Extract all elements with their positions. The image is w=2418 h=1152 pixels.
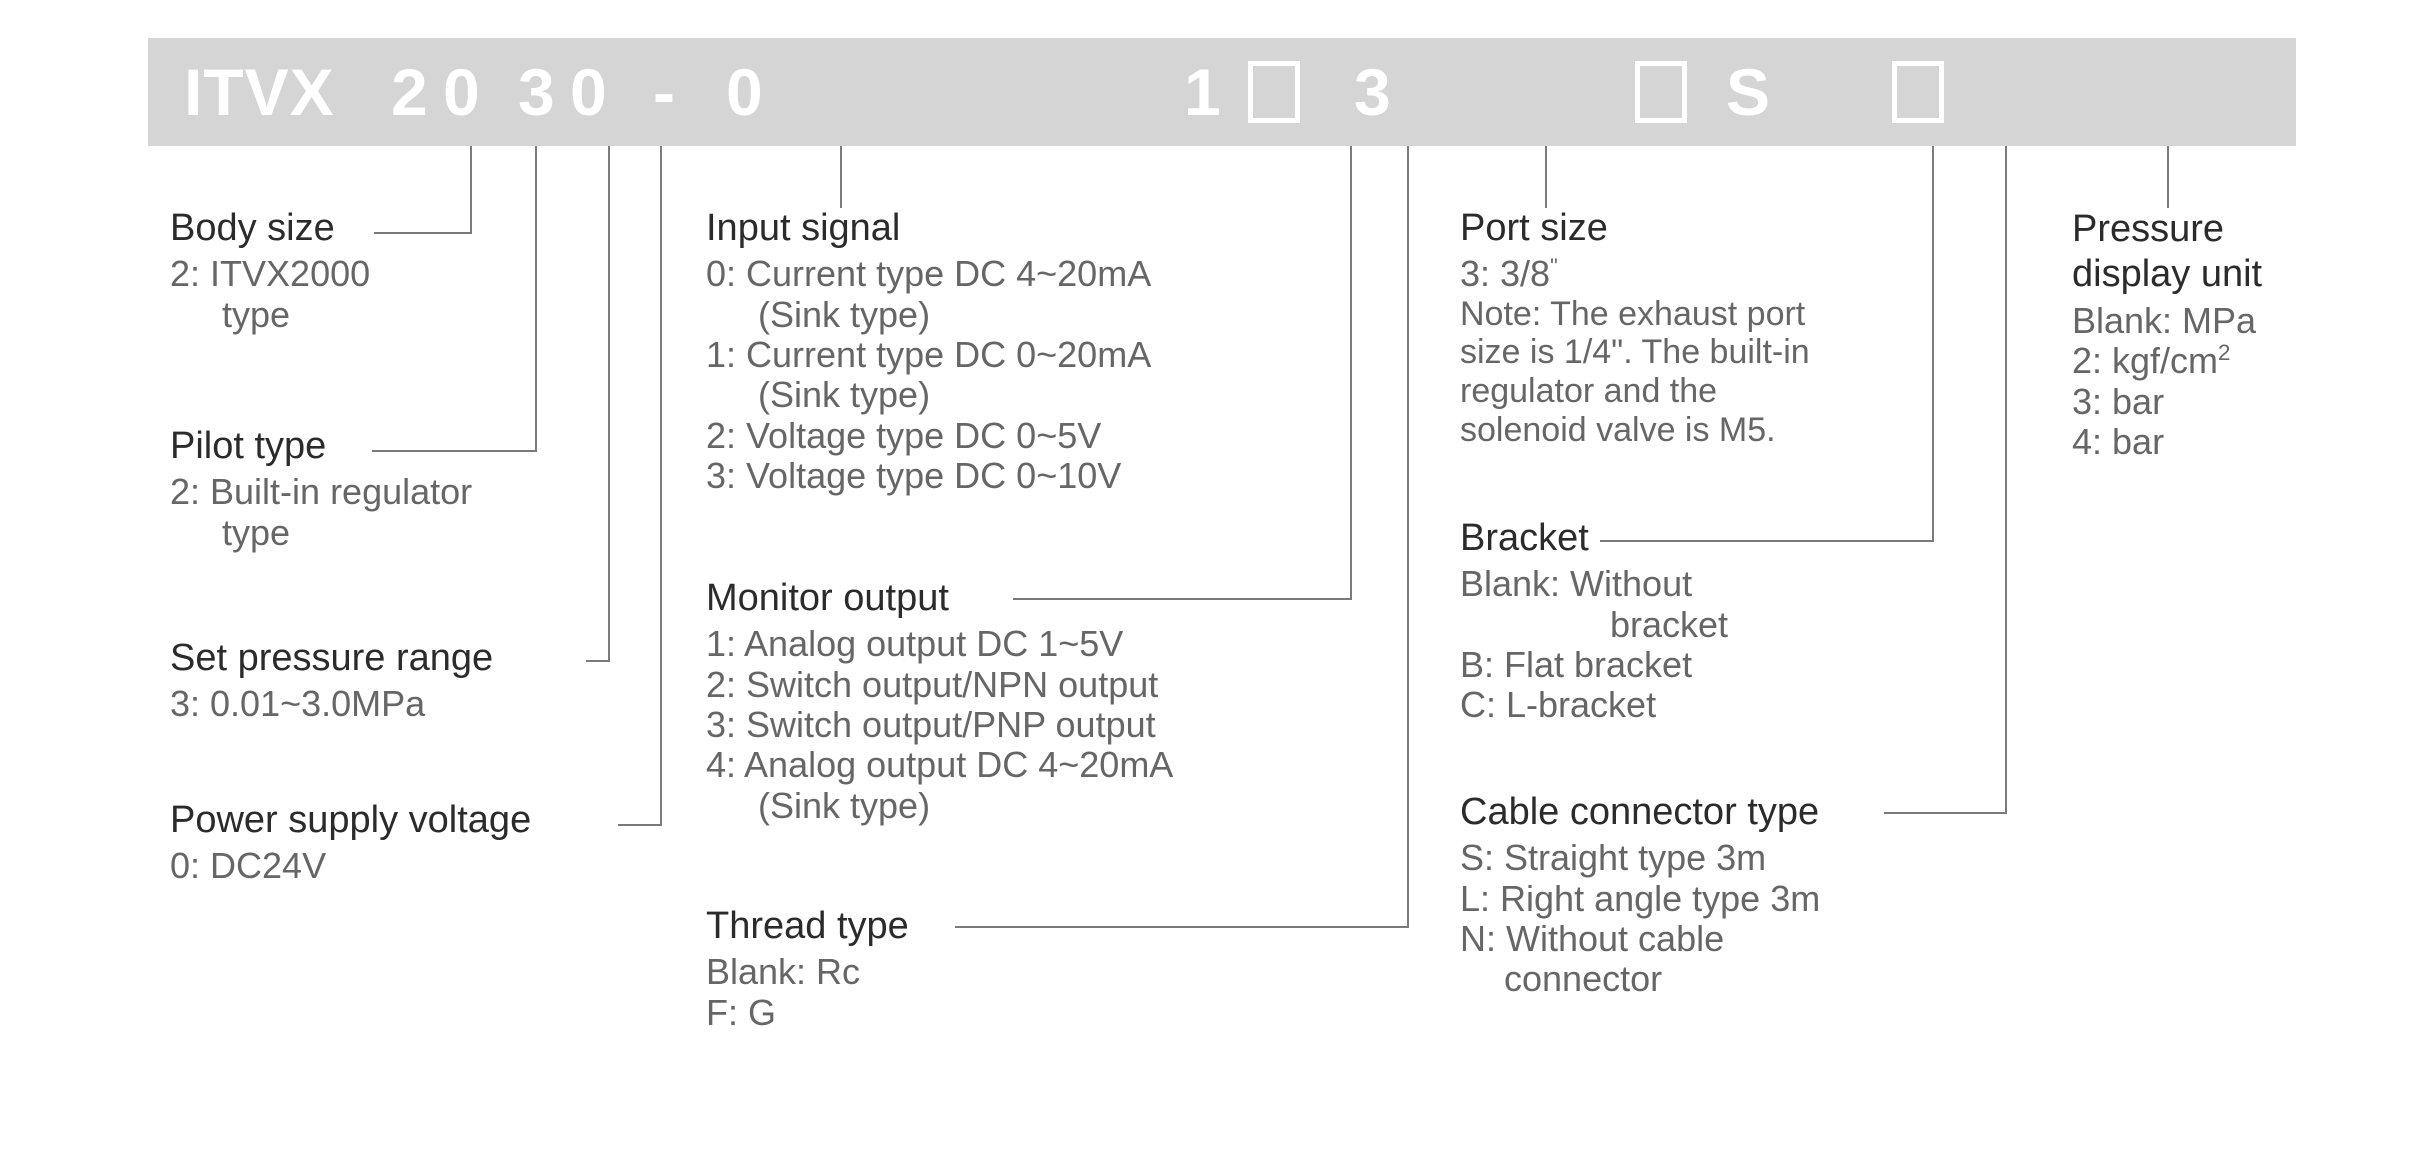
monitor-output-option: 1: Analog output DC 1~5V (706, 623, 1124, 665)
leader-power-supply-voltage-vertical (660, 146, 662, 824)
group-pilot-type: Pilot type 2: Built-in regulator type (170, 426, 610, 553)
power-supply-voltage-heading: Power supply voltage (170, 799, 532, 841)
leader-pilot-type-horizontal (372, 450, 537, 452)
monitor-output-option: (Sink type) (758, 784, 931, 826)
pn-segment-pressure-display-unit-box (1892, 61, 1944, 123)
pn-segment-cable-connector-type: S (1726, 55, 1772, 129)
leader-monitor-output-vertical (1350, 146, 1352, 598)
leader-bracket-horizontal (1600, 540, 1934, 542)
group-monitor-output: Monitor output 1: Analog output DC 1~5V … (706, 578, 1366, 826)
leader-set-pressure-range-vertical (608, 146, 610, 660)
pn-segment-dash: - (653, 55, 676, 129)
leader-thread-type-horizontal (955, 926, 1409, 928)
input-signal-heading: Input signal (706, 207, 901, 249)
pilot-type-option: type (222, 511, 291, 553)
pressure-display-unit-heading: Pressure (2072, 208, 2225, 250)
bracket-option: Blank: Without (1460, 563, 1693, 605)
monitor-output-heading: Monitor output (706, 577, 949, 619)
monitor-output-option: 2: Switch output/NPN output (706, 663, 1159, 705)
pn-segment-port-size: 3 (1354, 55, 1392, 129)
port-size-note-line: solenoid valve is M5. (1460, 410, 1776, 449)
leader-cable-connector-horizontal (1884, 812, 2007, 814)
bracket-option: bracket (1610, 603, 1729, 645)
group-bracket: Bracket Blank: Without bracket B: Flat b… (1460, 518, 1930, 726)
leader-body-size-vertical (470, 146, 472, 232)
power-supply-voltage-option: 0: DC24V (170, 845, 327, 887)
pn-segment-power-supply-voltage: 0 (570, 55, 608, 129)
bracket-option: C: L-bracket (1460, 684, 1657, 726)
bracket-heading: Bracket (1460, 517, 1589, 559)
pn-segment-bracket-box (1635, 61, 1687, 123)
pn-segment-set-pressure-range: 3 (518, 55, 556, 129)
leader-body-size-horizontal (374, 232, 472, 234)
leader-bracket-vertical (1932, 146, 1934, 540)
leader-pilot-type-vertical (535, 146, 537, 450)
input-signal-option: 2: Voltage type DC 0~5V (706, 414, 1102, 456)
input-signal-option: 0: Current type DC 4~20mA (706, 253, 1152, 295)
pn-segment-series: ITVX (184, 55, 335, 129)
leader-pressure-display-unit-vertical (2167, 146, 2169, 208)
body-size-option: type (222, 293, 291, 335)
group-power-supply-voltage: Power supply voltage 0: DC24V (170, 800, 690, 887)
input-signal-option: (Sink type) (758, 374, 931, 416)
thread-type-option: Blank: Rc (706, 951, 861, 993)
body-size-option: 2: ITVX2000 (170, 253, 371, 295)
monitor-output-option: 4: Analog output DC 4~20mA (706, 744, 1174, 786)
body-size-heading: Body size (170, 207, 335, 249)
pn-segment-pilot-type: 0 (443, 55, 481, 129)
leader-power-supply-voltage-horizontal (618, 824, 662, 826)
pressure-display-unit-option: Blank: MPa (2072, 300, 2257, 342)
pressure-display-unit-kgf-text: 2: kgf/cm (2072, 340, 2219, 382)
pilot-type-option: 2: Built-in regulator (170, 471, 473, 513)
group-input-signal: Input signal 0: Current type DC 4~20mA (… (706, 208, 1346, 496)
leader-monitor-output-horizontal (1013, 598, 1352, 600)
leader-port-size-vertical (1545, 146, 1547, 208)
pn-segment-monitor-output: 1 (1184, 55, 1222, 129)
group-set-pressure-range: Set pressure range 3: 0.01~3.0MPa (170, 638, 650, 725)
group-port-size: Port size 3: 3/8" Note: The exhaust port… (1460, 208, 1930, 450)
port-size-note-line: size is 1/4". The built-in (1460, 333, 1810, 372)
pilot-type-heading: Pilot type (170, 425, 327, 467)
pressure-display-unit-option: 3: bar (2072, 380, 2165, 422)
pn-segment-thread-type-box (1248, 61, 1300, 123)
cable-connector-type-option: S: Straight type 3m (1460, 837, 1767, 879)
pressure-display-unit-heading: display unit (2072, 252, 2263, 295)
leader-set-pressure-range-horizontal (586, 660, 610, 662)
thread-type-option: F: G (706, 991, 776, 1033)
cable-connector-type-heading: Cable connector type (1460, 791, 1820, 833)
port-size-note-line: regulator and the (1460, 372, 1718, 411)
bracket-option: B: Flat bracket (1460, 643, 1693, 685)
cable-connector-type-option: N: Without cable (1460, 917, 1725, 959)
thread-type-heading: Thread type (706, 905, 909, 947)
pressure-display-unit-option: 2: kgf/cm2 (2072, 341, 2402, 381)
monitor-output-option: 3: Switch output/PNP output (706, 703, 1156, 745)
input-signal-option: 1: Current type DC 0~20mA (706, 333, 1152, 375)
input-signal-option: 3: Voltage type DC 0~10V (706, 454, 1122, 496)
port-size-value-text: 3: 3/8 (1460, 253, 1551, 295)
port-size-heading: Port size (1460, 207, 1608, 249)
port-size-note-line: Note: The exhaust port (1460, 294, 1806, 333)
leader-input-signal-vertical (840, 146, 842, 208)
part-number-bar: ITVX 2 0 3 0 - 0 1 3 S (148, 38, 2296, 146)
group-body-size: Body size 2: ITVX2000 type (170, 208, 590, 335)
pn-segment-body-size: 2 (391, 55, 429, 129)
set-pressure-range-heading: Set pressure range (170, 637, 494, 679)
port-size-value-unit: " (1550, 253, 1558, 279)
pressure-display-unit-option: 4: bar (2072, 421, 2165, 463)
group-thread-type: Thread type Blank: Rc F: G (706, 906, 1226, 1033)
group-pressure-display-unit: Pressure display unit Blank: MPa 2: kgf/… (2072, 208, 2402, 462)
group-cable-connector-type: Cable connector type S: Straight type 3m… (1460, 792, 2020, 1000)
pressure-display-unit-kgf-superscript: 2 (2218, 340, 2231, 366)
set-pressure-range-option: 3: 0.01~3.0MPa (170, 683, 426, 725)
leader-thread-type-vertical (1407, 146, 1409, 926)
cable-connector-type-option: connector (1504, 958, 1663, 1000)
port-size-value: 3: 3/8" (1460, 254, 1930, 294)
leader-cable-connector-vertical (2005, 146, 2007, 812)
pn-segment-input-signal: 0 (726, 55, 764, 129)
input-signal-option: (Sink type) (758, 293, 931, 335)
cable-connector-type-option: L: Right angle type 3m (1460, 877, 1821, 919)
